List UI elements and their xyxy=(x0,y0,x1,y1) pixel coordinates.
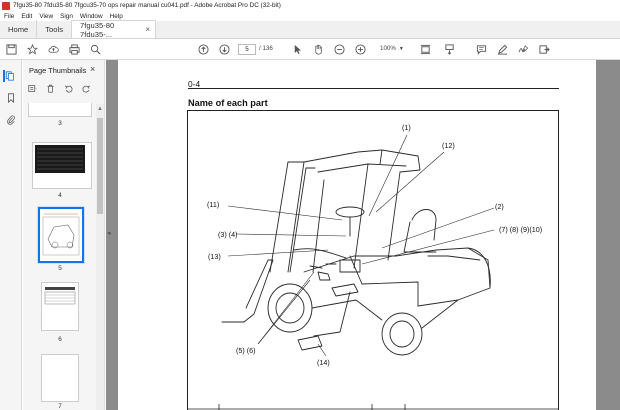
send-for-review-icon[interactable] xyxy=(538,43,551,56)
callout-13: (13) xyxy=(208,252,221,261)
next-page-icon[interactable] xyxy=(218,43,231,56)
pdf-page: 0-4 Name of each part xyxy=(118,60,596,410)
thumbnails-scrollbar[interactable]: ▲ xyxy=(96,104,104,410)
select-cursor-icon[interactable] xyxy=(291,43,304,56)
callout-5-6: (5) (6) xyxy=(236,346,256,355)
thumbnails-panel-title: Page Thumbnails xyxy=(29,66,87,75)
callout-12: (12) xyxy=(442,141,455,150)
figure-frame xyxy=(187,110,559,410)
tab-document[interactable]: 7fgu35-80 7fdu35-... × xyxy=(72,20,156,39)
scrollbar-thumb[interactable] xyxy=(97,118,103,214)
rotate-left-icon[interactable] xyxy=(64,84,73,95)
title-bar: 7fgu35-80 7fdu35-80 7fgcu35-70 ops repai… xyxy=(0,0,620,11)
chevron-down-icon: ▼ xyxy=(398,46,404,52)
thumbnail-label-7: 7 xyxy=(58,403,62,410)
tab-bar: Home Tools 7fgu35-80 7fdu35-... × xyxy=(0,20,620,39)
thumbnail-options-icon[interactable] xyxy=(28,84,37,95)
navigation-strip xyxy=(0,60,22,410)
search-icon[interactable] xyxy=(89,43,102,56)
window-title: 7fgu35-80 7fdu35-80 7fgcu35-70 ops repai… xyxy=(13,2,281,9)
thumbnail-page-7[interactable] xyxy=(41,354,79,402)
thumbnail-page-6-content xyxy=(44,287,76,305)
collapse-panel-icon[interactable]: ◂ xyxy=(107,230,111,237)
callout-7-8-9-10: (7) (8) (9)(10) xyxy=(499,225,543,234)
star-icon[interactable] xyxy=(26,43,39,56)
bookmark-icon[interactable] xyxy=(5,92,17,104)
section-heading: Name of each part xyxy=(188,98,268,108)
page-number-input[interactable]: 5 xyxy=(238,44,256,55)
menu-help[interactable]: Help xyxy=(109,12,123,20)
fit-page-icon[interactable] xyxy=(419,43,432,56)
callout-1: (1) xyxy=(402,123,411,132)
callout-14: (14) xyxy=(317,358,330,367)
acrobat-icon xyxy=(2,1,10,10)
page-thumbnails-icon[interactable] xyxy=(3,70,15,82)
thumbnail-page-6[interactable] xyxy=(41,282,79,331)
header-rule xyxy=(188,88,559,89)
tab-tools-label: Tools xyxy=(45,24,63,34)
tab-home[interactable]: Home xyxy=(0,20,38,38)
zoom-value: 100% xyxy=(380,45,396,52)
draw-signature-icon[interactable] xyxy=(517,43,530,56)
thumbnail-page-5-content xyxy=(42,213,80,256)
menu-bar: File Edit View Sign Window Help xyxy=(0,11,620,21)
thumbnail-label-6: 6 xyxy=(58,336,62,343)
highlight-pen-icon[interactable] xyxy=(496,43,509,56)
thumbnail-label-4: 4 xyxy=(58,192,62,199)
close-tab-icon[interactable]: × xyxy=(145,25,150,34)
previous-page-icon[interactable] xyxy=(197,43,210,56)
close-panel-icon[interactable]: × xyxy=(90,64,96,74)
thumbnail-label-5: 5 xyxy=(58,265,62,272)
attachment-icon[interactable] xyxy=(5,114,17,126)
callout-3-4: (3) (4) xyxy=(218,230,238,239)
scrolling-mode-icon[interactable] xyxy=(443,43,456,56)
thumbnail-page-3[interactable] xyxy=(28,103,92,117)
save-icon[interactable] xyxy=(5,43,18,56)
thumbnail-page-5-selected[interactable] xyxy=(37,206,85,264)
forklift-diagram xyxy=(221,134,495,357)
tab-tools[interactable]: Tools xyxy=(37,20,72,38)
hand-tool-icon[interactable] xyxy=(312,43,325,56)
menu-edit[interactable]: Edit xyxy=(21,12,33,20)
menu-view[interactable]: View xyxy=(39,12,54,20)
zoom-in-icon[interactable] xyxy=(354,43,367,56)
thumbnails-tools xyxy=(28,83,91,95)
page-number-label: 0-4 xyxy=(188,79,201,89)
thumbnail-page-4[interactable] xyxy=(32,142,92,189)
callout-11: (11) xyxy=(207,200,220,209)
print-icon[interactable] xyxy=(68,43,81,56)
table-top-edge xyxy=(187,404,559,410)
upload-cloud-icon[interactable] xyxy=(47,43,60,56)
zoom-dropdown[interactable]: 100%▼ xyxy=(380,45,404,52)
thumbnail-page-4-content xyxy=(35,145,85,173)
zoom-out-icon[interactable] xyxy=(333,43,346,56)
tab-home-label: Home xyxy=(8,24,29,34)
delete-pages-icon[interactable] xyxy=(46,84,55,95)
tab-document-label: 7fgu35-80 7fdu35-... xyxy=(80,20,115,39)
rotate-right-icon[interactable] xyxy=(82,84,91,95)
menu-window[interactable]: Window xyxy=(79,12,103,20)
page-count: / 136 xyxy=(259,45,273,52)
thumbnail-label-3: 3 xyxy=(58,120,62,127)
toolbar: 5 / 136 100%▼ xyxy=(0,39,620,60)
callout-2: (2) xyxy=(495,202,504,211)
menu-file[interactable]: File xyxy=(4,12,15,20)
menu-sign[interactable]: Sign xyxy=(60,12,73,20)
comment-icon[interactable] xyxy=(475,43,488,56)
scroll-up-icon[interactable]: ▲ xyxy=(97,106,103,112)
